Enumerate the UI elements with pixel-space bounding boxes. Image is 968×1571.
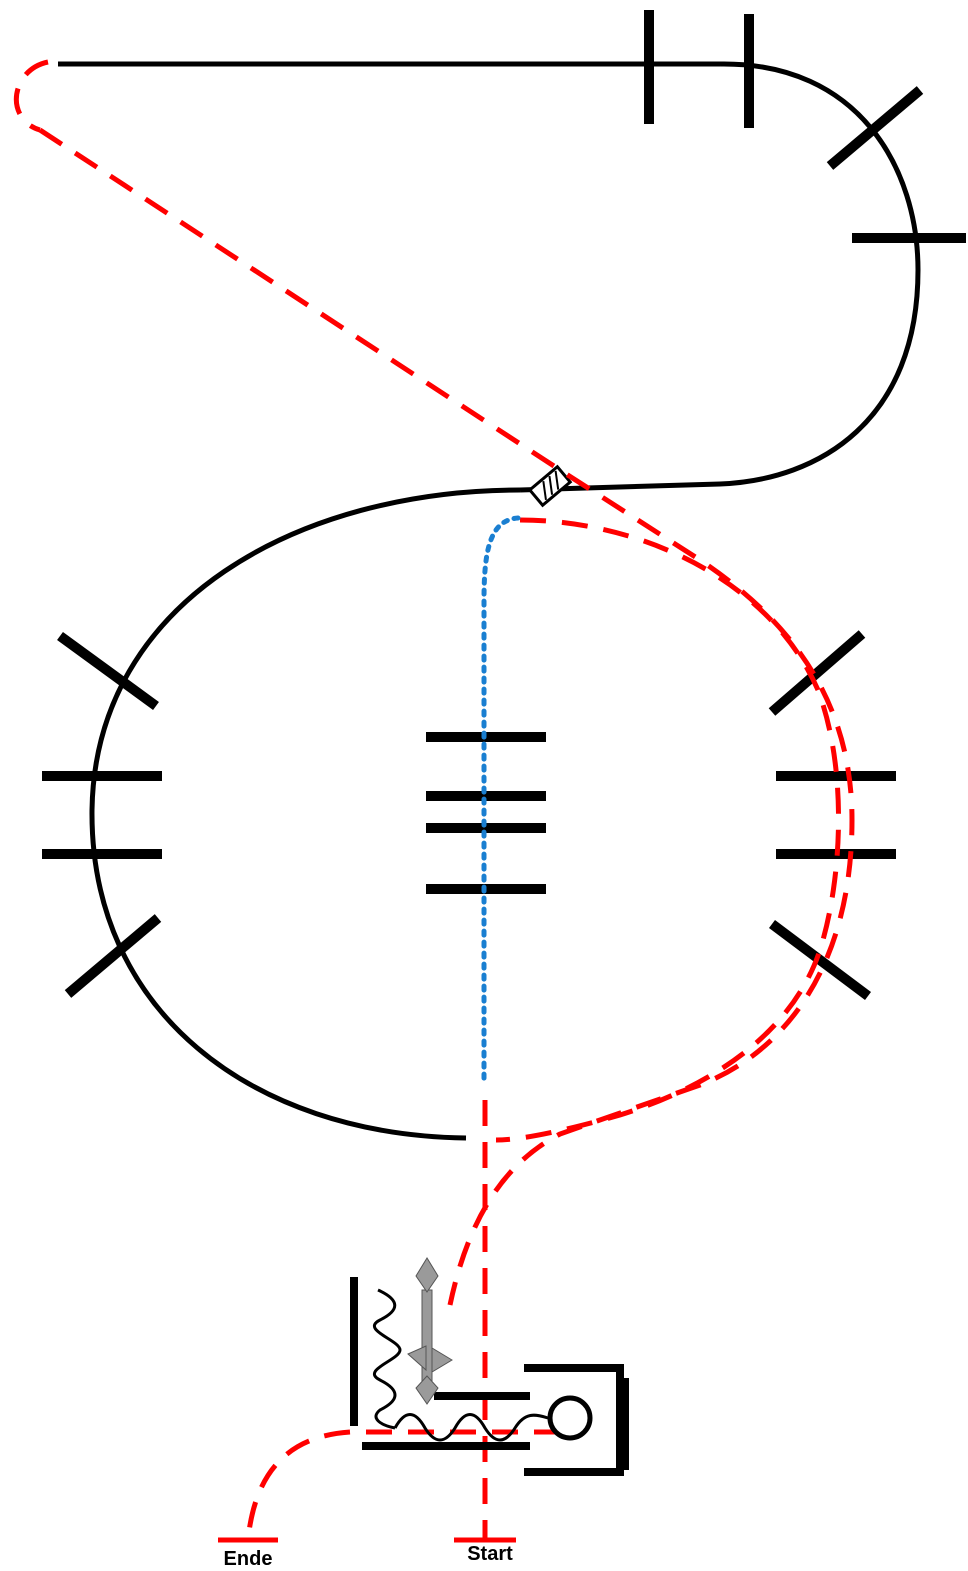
double-arrow-icon (407, 1257, 453, 1405)
gate-bar-left-diag-top (57, 631, 159, 711)
gate-bar-upper-right-diag (826, 86, 924, 170)
route-red-end-branch (245, 1429, 560, 1541)
lower-loop (89, 487, 521, 1141)
junction-icon (527, 464, 573, 508)
spring-icon (372, 1288, 402, 1430)
route-red-inner-loop (495, 517, 842, 1143)
device-right-bracket (524, 1364, 624, 1476)
gate-bar-right-diag-top (768, 630, 866, 716)
route-red (14, 59, 855, 1541)
start-label: Start (467, 1543, 513, 1565)
gate-bar-left-diag-bottom (64, 914, 162, 998)
route-red-top-hook (14, 59, 49, 133)
loop-icon (547, 1395, 593, 1441)
right-upper-curve (519, 61, 921, 493)
end-marker: Ende (218, 1537, 278, 1570)
device-assembly (350, 1257, 629, 1476)
gate-bars (42, 10, 966, 1000)
route-red-long-diagonal (38, 127, 855, 1306)
spring-horizontal-icon (393, 1413, 549, 1442)
start-marker: Start (454, 1537, 516, 1565)
end-label: Ende (224, 1548, 273, 1570)
gate-bar-right-diag-bottom (769, 920, 871, 1000)
route-blue-dotted (481, 515, 521, 1085)
main-track (58, 61, 921, 1141)
